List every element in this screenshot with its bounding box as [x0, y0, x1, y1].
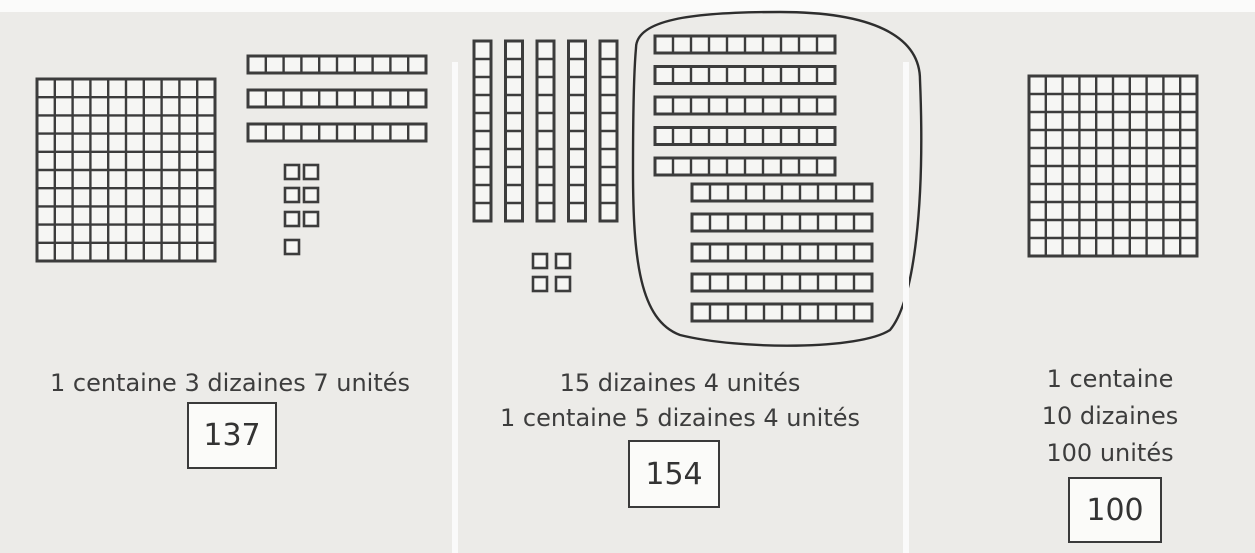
- answer-box: 137: [187, 402, 277, 469]
- ten-rod-horizontal: [692, 184, 872, 201]
- column-divider: [452, 62, 458, 553]
- ten-rod-horizontal: [655, 67, 835, 84]
- column-divider: [903, 62, 909, 553]
- ten-rod-horizontal: [655, 97, 835, 114]
- ten-rod-horizontal: [692, 214, 872, 231]
- unit-cube: [304, 188, 318, 202]
- hundred-block: [1029, 76, 1197, 256]
- unit-cube: [285, 240, 299, 254]
- ten-rod-horizontal: [692, 274, 872, 291]
- ten-rod-vertical: [569, 41, 586, 221]
- decomposition-text: 1 centaine 5 dizaines 4 unités: [470, 400, 890, 437]
- unit-cube: [556, 277, 570, 291]
- ten-rod-horizontal: [692, 244, 872, 261]
- grouping-loop: [633, 12, 921, 346]
- answer-value: 100: [1086, 493, 1143, 528]
- answer-value: 137: [203, 418, 260, 453]
- decomposition-text: 100 unités: [1010, 435, 1210, 472]
- unit-cube: [304, 165, 318, 179]
- ten-rod-vertical: [474, 41, 491, 221]
- answer-box: 100: [1068, 477, 1162, 543]
- unit-cube: [285, 212, 299, 226]
- unit-cube: [304, 212, 318, 226]
- ten-rod-horizontal: [248, 90, 426, 107]
- unit-cube: [285, 188, 299, 202]
- ten-rod-horizontal: [655, 36, 835, 53]
- answer-box: 154: [628, 440, 720, 508]
- ten-rod-horizontal: [248, 124, 426, 141]
- unit-cube: [533, 254, 547, 268]
- ten-rod-vertical: [600, 41, 617, 221]
- decomposition-text: 15 dizaines 4 unités: [470, 365, 890, 402]
- decomposition-text: 10 dizaines: [1010, 398, 1210, 435]
- decomposition-text: 1 centaine 3 dizaines 7 unités: [30, 365, 430, 402]
- unit-cube: [556, 254, 570, 268]
- decomposition-text: 1 centaine: [1010, 361, 1210, 398]
- unit-cube: [285, 165, 299, 179]
- ten-rod-vertical: [537, 41, 554, 221]
- ten-rod-horizontal: [692, 304, 872, 321]
- unit-cube: [533, 277, 547, 291]
- hundred-block: [37, 79, 215, 261]
- ten-rod-horizontal: [655, 128, 835, 145]
- ten-rod-horizontal: [248, 56, 426, 73]
- ten-rod-horizontal: [655, 158, 835, 175]
- answer-value: 154: [645, 457, 702, 492]
- ten-rod-vertical: [506, 41, 523, 221]
